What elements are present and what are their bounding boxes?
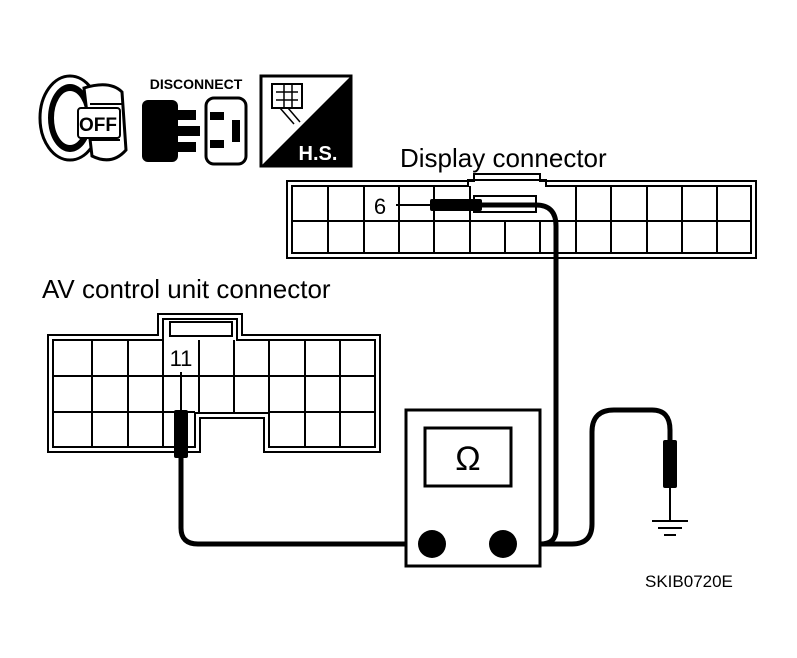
- meter-right-terminal: [489, 530, 517, 558]
- figure-code: SKIB0720E: [645, 572, 733, 591]
- display-connector-cavities: [292, 186, 751, 253]
- ground-probe: [663, 440, 677, 520]
- harness-side-label: H.S.: [299, 143, 338, 165]
- av-connector-cavities: [53, 340, 375, 447]
- ohm-symbol: Ω: [455, 440, 480, 478]
- display-probe-tip: [396, 199, 492, 211]
- disconnect-connector-icon: DISCONNECT: [142, 76, 248, 166]
- av-control-unit-connector: 11: [47, 313, 381, 453]
- probe-leads: [178, 202, 673, 547]
- disconnect-label: DISCONNECT: [150, 76, 243, 92]
- av-connector-title: AV control unit connector: [42, 274, 331, 304]
- harness-side-icon: H.S.: [259, 74, 353, 168]
- ohmmeter: Ω: [404, 408, 542, 568]
- ground-symbol-icon: [652, 520, 688, 536]
- display-connector-title: Display connector: [400, 143, 607, 173]
- ignition-off-label: OFF: [79, 115, 117, 136]
- display-pin-6-label: 6: [374, 194, 386, 219]
- av-probe-tip: [174, 372, 188, 458]
- av-pin-11-label: 11: [170, 346, 193, 371]
- display-connector: 6: [286, 173, 757, 259]
- meter-left-terminal: [418, 530, 446, 558]
- ignition-key-off-icon: OFF: [38, 74, 128, 162]
